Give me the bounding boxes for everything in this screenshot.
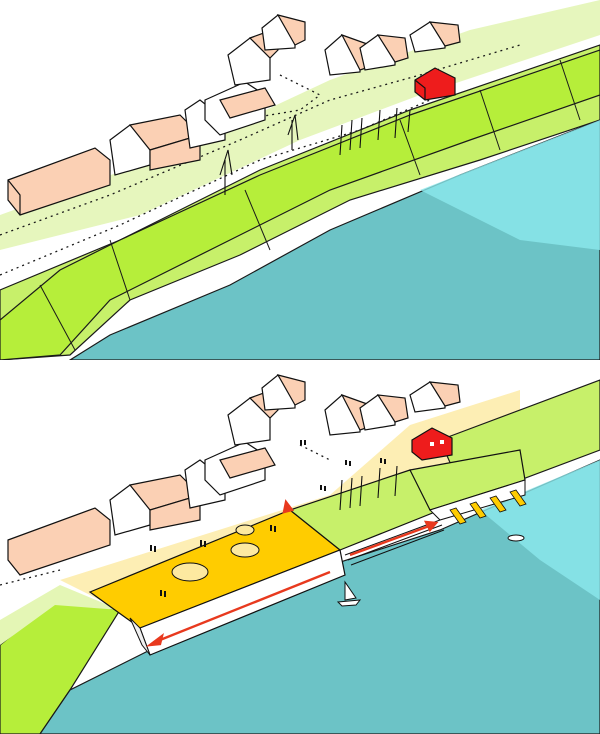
embankment-segments	[39, 59, 581, 351]
before-illustration	[0, 0, 600, 360]
boat-icon	[507, 534, 525, 542]
house	[409, 21, 461, 53]
house	[109, 474, 202, 536]
trees	[219, 107, 411, 195]
terrace-steps	[344, 519, 445, 566]
house	[261, 14, 306, 51]
house	[359, 394, 409, 431]
ponds	[171, 524, 260, 582]
houses	[7, 14, 461, 216]
lower-bank-green	[0, 49, 600, 360]
plaza-pale	[60, 390, 520, 610]
house	[7, 507, 111, 576]
people-icon	[150, 440, 386, 597]
trees	[339, 465, 398, 511]
lower-bank-pale	[0, 585, 120, 645]
red-building	[414, 67, 456, 101]
river-highlight	[480, 460, 600, 600]
house	[204, 441, 276, 496]
red-building	[411, 427, 453, 461]
panel-before	[0, 0, 600, 360]
tree-icon	[219, 149, 233, 195]
houses	[7, 374, 461, 576]
sailboat-icon	[336, 580, 362, 607]
dotted-paths	[0, 44, 521, 276]
house	[204, 81, 276, 136]
house	[359, 34, 409, 71]
tree-icon	[287, 114, 299, 150]
panel-after	[0, 360, 600, 734]
house	[7, 147, 111, 216]
upper-bank-pale	[0, 0, 600, 250]
house	[409, 381, 461, 413]
river	[39, 459, 600, 734]
tree-icon	[339, 465, 398, 511]
tree-icon	[339, 107, 411, 156]
promenade-lower	[129, 617, 151, 656]
river-highlight	[420, 120, 600, 250]
house	[109, 114, 202, 176]
house	[261, 374, 306, 411]
circulation-arrows	[145, 499, 439, 647]
after-illustration	[0, 374, 600, 734]
dotted-paths	[0, 444, 331, 586]
jetties	[449, 489, 527, 525]
